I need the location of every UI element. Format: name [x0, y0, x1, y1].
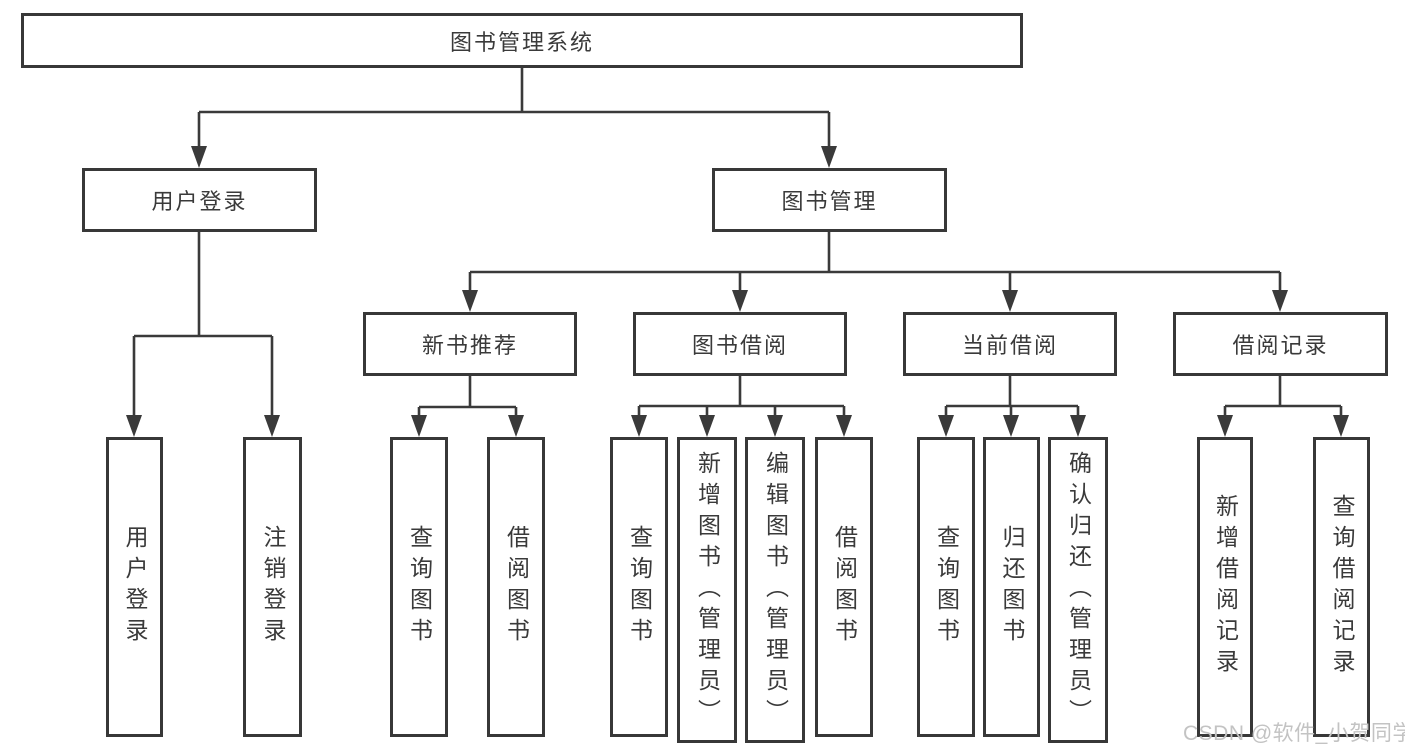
connector-records-to-leaves [1223, 376, 1343, 419]
csdn-watermark: CSDN @软件_小贺同学 [1183, 722, 1405, 745]
leaf-current-query-books: 查询图书 [917, 437, 975, 737]
leaf-borrow-query-books: 查询图书 [610, 437, 668, 737]
arrowheads-recommend-leaves [411, 415, 524, 437]
arrowheads-borrow-leaves [631, 415, 852, 437]
leaf-logout: 注销登录 [243, 437, 302, 737]
leaf-recommend-query-books: 查询图书 [390, 437, 448, 737]
leaf-edit-books-admin: 编辑图书（管理员） [745, 437, 805, 743]
node-borrow-records: 借阅记录 [1173, 312, 1388, 376]
arrowheads-current-leaves [938, 415, 1086, 437]
connector-recommend-to-leaves [417, 376, 518, 419]
node-book-borrow: 图书借阅 [633, 312, 847, 376]
connector-root-to-level2 [197, 68, 831, 150]
connector-management-to-level3 [468, 232, 1282, 294]
connector-login-to-leaves [132, 232, 274, 419]
arrowheads-records-leaves [1217, 415, 1349, 437]
leaf-add-books-admin: 新增图书（管理员） [677, 437, 737, 743]
leaf-confirm-return-admin: 确认归还（管理员） [1048, 437, 1108, 743]
node-book-management: 图书管理 [712, 168, 947, 232]
arrowheads-level3 [462, 290, 1288, 312]
connector-borrow-to-leaves [637, 376, 846, 419]
node-new-book-recommend: 新书推荐 [363, 312, 577, 376]
leaf-borrow-books: 借阅图书 [815, 437, 873, 737]
node-user-login: 用户登录 [82, 168, 317, 232]
leaf-query-borrow-record: 查询借阅记录 [1313, 437, 1370, 737]
node-root-library-system: 图书管理系统 [21, 13, 1023, 68]
leaf-recommend-borrow-books: 借阅图书 [487, 437, 545, 737]
leaf-return-books: 归还图书 [983, 437, 1040, 737]
leaf-add-borrow-record: 新增借阅记录 [1197, 437, 1253, 737]
arrowheads-level2 [191, 146, 837, 168]
node-current-borrow: 当前借阅 [903, 312, 1117, 376]
arrowheads-login-leaves [126, 415, 280, 437]
leaf-user-login: 用户登录 [106, 437, 163, 737]
connector-current-to-leaves [944, 376, 1080, 419]
